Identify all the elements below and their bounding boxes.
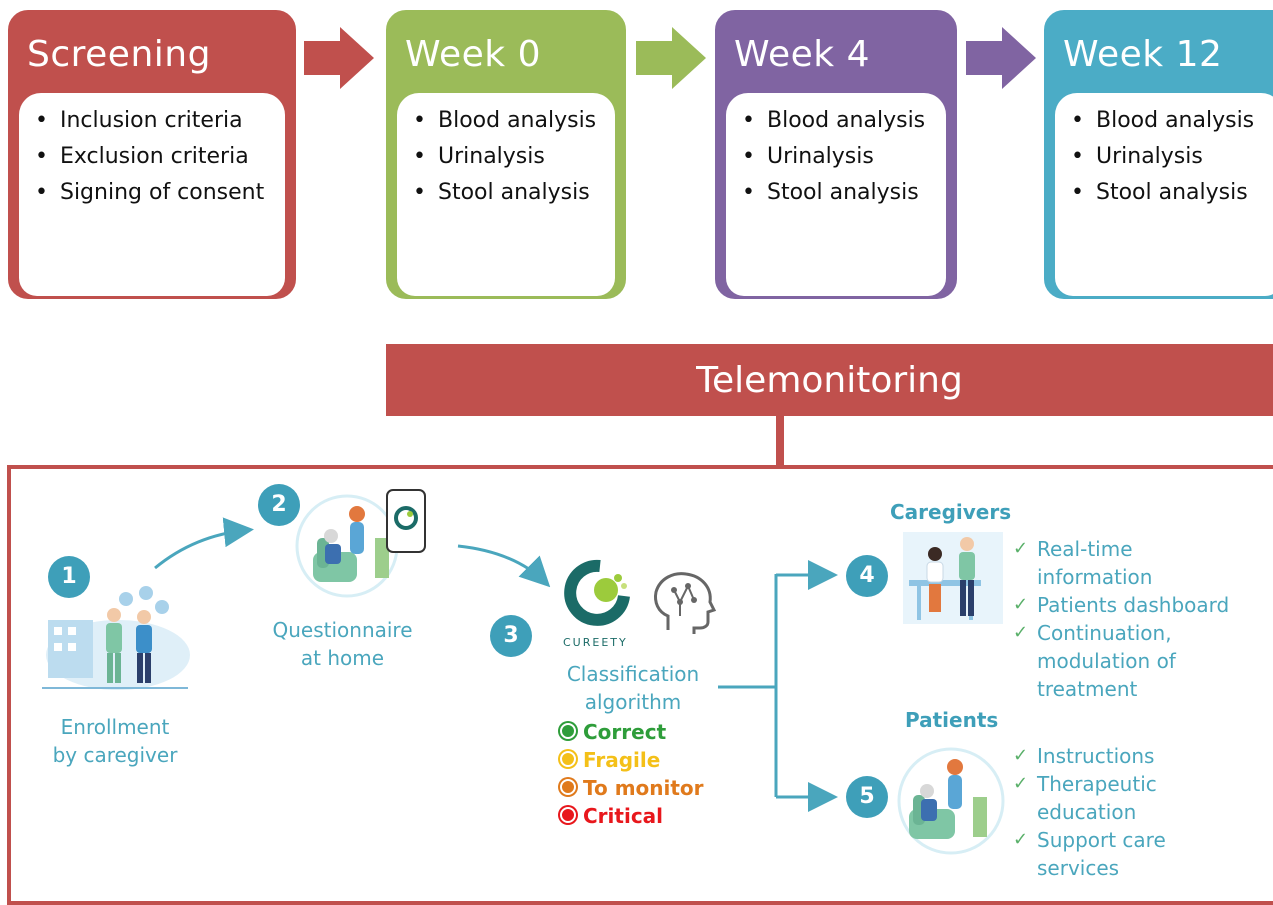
list-item: Blood analysis <box>1071 103 1273 139</box>
arrow-right-icon <box>636 27 706 89</box>
list-item: Urinalysis <box>413 139 605 175</box>
step-badge-3: 3 <box>490 615 532 657</box>
stage-list: Blood analysis Urinalysis Stool analysis <box>742 103 936 211</box>
arrow-3-to-branch <box>718 574 778 797</box>
status-correct: Correct <box>560 718 704 746</box>
caption-line: algorithm <box>584 690 682 714</box>
checkmark-icon: ✓ <box>1013 622 1029 643</box>
caption-line: at home <box>300 646 385 670</box>
stage-list: Blood analysis Urinalysis Stool analysis <box>413 103 605 211</box>
stage-title: Week 4 <box>734 34 870 75</box>
enrollment-illustration-icon <box>42 586 190 690</box>
benefit-text: Instructions <box>1037 744 1155 768</box>
arrow-right-icon <box>304 27 374 89</box>
status-label: Correct <box>583 720 667 744</box>
caption-line: Enrollment <box>60 715 170 739</box>
caption-line: by caregiver <box>52 743 178 767</box>
checkmark-icon: ✓ <box>1013 594 1029 615</box>
classification-legend: Correct Fragile To monitor Critical <box>560 718 704 830</box>
home-questionnaire-illustration-icon <box>295 489 426 598</box>
ai-brain-icon <box>654 572 717 634</box>
status-to-monitor: To monitor <box>560 774 704 802</box>
caption-line: Questionnaire <box>272 618 413 642</box>
checkmark-icon: ✓ <box>1013 829 1029 850</box>
step-badge-4: 4 <box>846 555 888 597</box>
caregiver-illustration-icon <box>903 532 1003 624</box>
status-label: Fragile <box>583 748 661 772</box>
list-item: ✓ Real-time information <box>1013 535 1253 591</box>
caregivers-heading: Caregivers <box>890 500 1012 524</box>
list-item: ✓ Continuation, modulation of treatment <box>1013 619 1253 703</box>
stage-title: Week 0 <box>405 34 541 75</box>
status-fragile: Fragile <box>560 746 704 774</box>
cureety-logo-text: CUREETY <box>563 636 628 649</box>
stage-body: Blood analysis Urinalysis Stool analysis <box>397 93 615 296</box>
arrow-1-to-2 <box>154 517 254 570</box>
list-item: Blood analysis <box>742 103 936 139</box>
checkmark-icon: ✓ <box>1013 773 1029 794</box>
patients-heading: Patients <box>905 708 999 732</box>
stage-body: Blood analysis Urinalysis Stool analysis <box>726 93 946 296</box>
list-item: Stool analysis <box>413 175 605 211</box>
banner-connector <box>776 416 784 467</box>
benefit-text: Continuation, modulation of treatment <box>1037 621 1176 701</box>
list-item: Blood analysis <box>413 103 605 139</box>
status-dot-icon <box>560 807 576 823</box>
stage-title: Screening <box>27 34 211 75</box>
list-item: ✓ Instructions <box>1013 742 1253 770</box>
benefit-text: Patients dashboard <box>1037 593 1230 617</box>
stage-week4: Week 4 Blood analysis Urinalysis Stool a… <box>715 10 957 299</box>
telemonitoring-banner: Telemonitoring <box>386 344 1273 416</box>
stage-screening: Screening Inclusion criteria Exclusion c… <box>8 10 296 299</box>
patient-illustration-icon <box>897 747 1005 855</box>
caption-line: Classification <box>566 662 700 686</box>
status-dot-icon <box>560 723 576 739</box>
status-critical: Critical <box>560 802 704 830</box>
checkmark-icon: ✓ <box>1013 538 1029 559</box>
step-caption-2: Questionnaire at home <box>255 616 430 672</box>
caregivers-benefits-list: ✓ Real-time information ✓ Patients dashboa… <box>1013 535 1253 703</box>
benefit-text: Real-time information <box>1037 537 1153 589</box>
step-badge-1: 1 <box>48 556 90 598</box>
cureety-logo-icon <box>564 559 630 626</box>
stage-week12: Week 12 Blood analysis Urinalysis Stool … <box>1044 10 1273 299</box>
status-label: Critical <box>583 804 664 828</box>
arrow-2-to-3 <box>457 544 551 588</box>
list-item: Signing of consent <box>35 175 275 211</box>
step-badge-5: 5 <box>846 776 888 818</box>
list-item: Urinalysis <box>1071 139 1273 175</box>
stage-week0: Week 0 Blood analysis Urinalysis Stool a… <box>386 10 626 299</box>
benefit-text: Support care services <box>1037 828 1166 880</box>
list-item: Urinalysis <box>742 139 936 175</box>
checkmark-icon: ✓ <box>1013 745 1029 766</box>
list-item: ✓ Support care services <box>1013 826 1253 882</box>
status-dot-icon <box>560 779 576 795</box>
list-item: Stool analysis <box>742 175 936 211</box>
stage-list: Inclusion criteria Exclusion criteria Si… <box>35 103 275 211</box>
stage-title: Week 12 <box>1063 34 1223 75</box>
step-caption-3: Classification algorithm <box>548 660 718 716</box>
list-item: Inclusion criteria <box>35 103 275 139</box>
list-item: Exclusion criteria <box>35 139 275 175</box>
list-item: Stool analysis <box>1071 175 1273 211</box>
benefit-text: Therapeutic education <box>1037 772 1157 824</box>
arrow-right-icon <box>966 27 1036 89</box>
step-caption-1: Enrollment by caregiver <box>30 713 200 769</box>
list-item: ✓ Patients dashboard <box>1013 591 1253 619</box>
stage-list: Blood analysis Urinalysis Stool analysis <box>1071 103 1273 211</box>
stage-body: Inclusion criteria Exclusion criteria Si… <box>19 93 285 296</box>
status-dot-icon <box>560 751 576 767</box>
stage-body: Blood analysis Urinalysis Stool analysis <box>1055 93 1273 296</box>
status-label: To monitor <box>583 776 704 800</box>
step-badge-2: 2 <box>258 484 300 526</box>
patients-benefits-list: ✓ Instructions ✓ Therapeutic education ✓ Su… <box>1013 742 1253 882</box>
list-item: ✓ Therapeutic education <box>1013 770 1253 826</box>
